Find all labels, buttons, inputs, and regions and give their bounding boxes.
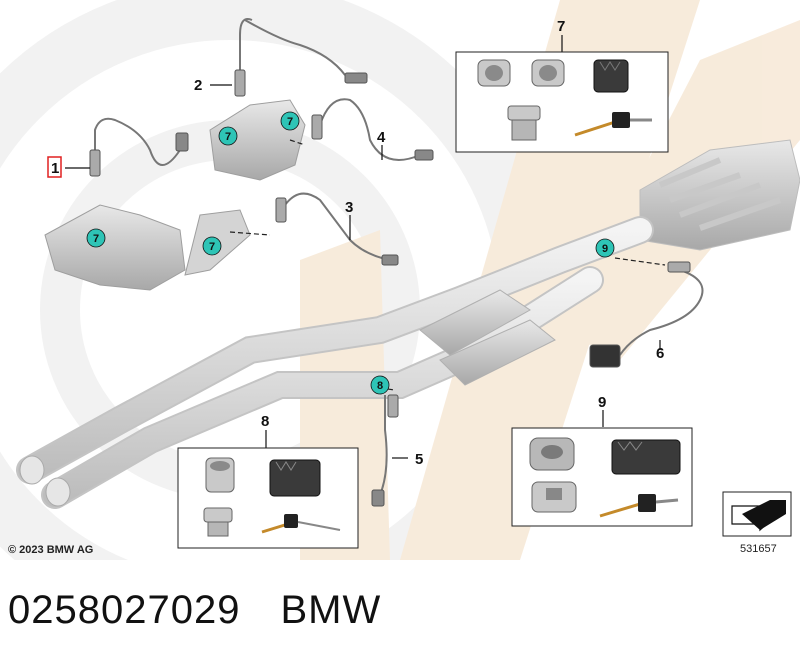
- part-number: 0258027029: [8, 588, 241, 632]
- thread-tap-icon: [599, 494, 679, 518]
- plug-bolt-icon: [531, 481, 577, 513]
- badge-7-lower-right: 7: [209, 241, 215, 253]
- center-catalysts: [419, 289, 556, 386]
- callout-5[interactable]: 5: [415, 451, 423, 468]
- badge-7-upper-left: 7: [225, 131, 231, 143]
- insert-sleeve-icon: [593, 59, 629, 93]
- callout-1[interactable]: 1: [51, 160, 59, 177]
- leader-lines: [65, 35, 661, 459]
- kit-box-7: [455, 51, 669, 153]
- footer-caption: 0258027029 BMW: [8, 588, 381, 633]
- callout-9[interactable]: 9: [598, 394, 606, 411]
- diagram-id: 531657: [740, 543, 777, 555]
- nut-icon: [531, 59, 565, 87]
- callout-3[interactable]: 3: [345, 199, 353, 216]
- plug-bolt-icon: [203, 507, 233, 537]
- callout-2[interactable]: 2: [194, 77, 202, 94]
- callout-4[interactable]: 4: [377, 129, 386, 146]
- exhaust-diagram: 7 7 7 7 9 8 1 2 3 4 5 6 7 8 9: [0, 0, 800, 560]
- badge-circles: [86, 111, 615, 395]
- insert-sleeve-icon: [611, 439, 681, 475]
- rear-silencer: [639, 139, 800, 251]
- highlight-box-item-1: [47, 156, 62, 178]
- badge-8-pipe: 8: [377, 380, 383, 392]
- nut-icon: [477, 59, 511, 87]
- badge-9-pipe: 9: [602, 243, 608, 255]
- nut-icon: [205, 457, 235, 493]
- nut-icon: [529, 437, 575, 471]
- kit-box-9: [511, 427, 693, 527]
- badge-7-upper-right: 7: [287, 116, 293, 128]
- thread-tap-icon: [261, 514, 341, 534]
- badge-labels: 7 7 7 7 9 8: [93, 116, 608, 392]
- brand-name: BMW: [280, 588, 382, 632]
- sensor-wires: [94, 18, 704, 496]
- sensor-plugs: [175, 72, 621, 507]
- sensor-bodies: [89, 69, 691, 418]
- badge-7-lower-left: 7: [93, 233, 99, 245]
- plug-bolt-icon: [507, 105, 541, 141]
- insert-sleeve-icon: [269, 459, 321, 497]
- callout-7[interactable]: 7: [557, 18, 565, 35]
- callout-6[interactable]: 6: [656, 345, 664, 362]
- kit-box-8: [177, 447, 359, 549]
- copyright-notice: © 2023 BMW AG: [8, 544, 93, 556]
- thread-tap-icon: [574, 112, 652, 137]
- callout-8[interactable]: 8: [261, 413, 269, 430]
- next-page-arrow-icon[interactable]: [722, 491, 792, 537]
